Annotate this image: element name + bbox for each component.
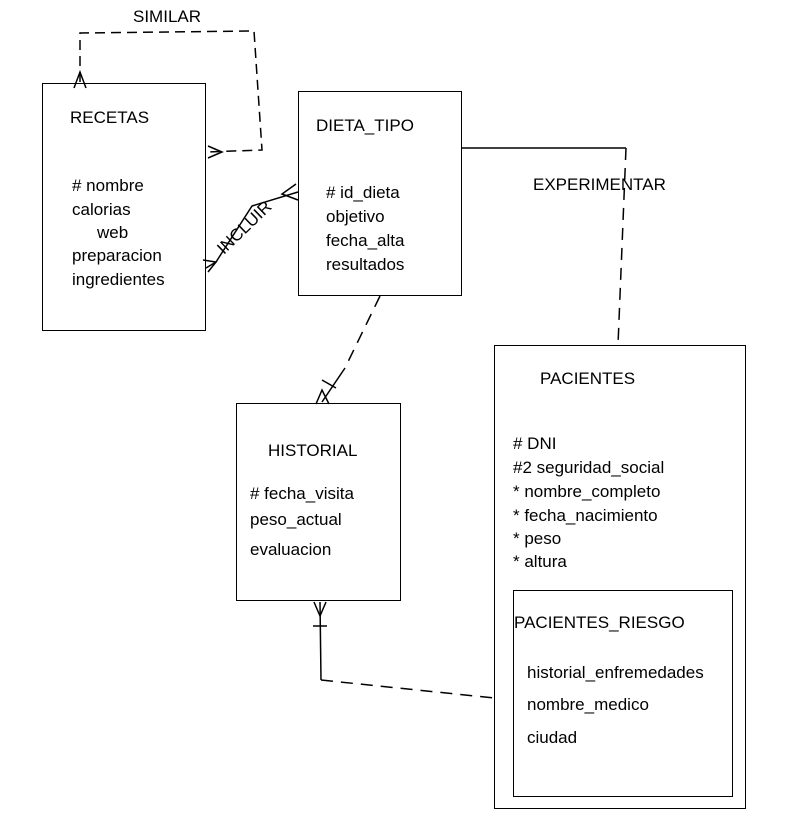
similar-line bbox=[79, 30, 263, 153]
entity-attribute: resultados bbox=[326, 255, 405, 274]
entity-title: PACIENTES bbox=[540, 369, 636, 388]
entity-attribute: preparacion bbox=[72, 246, 162, 265]
dieta-historial-crowfoot bbox=[315, 388, 330, 405]
entity-attribute: objetivo bbox=[326, 207, 385, 226]
similar-crowfoot-top bbox=[73, 69, 87, 89]
entity-attribute: # nombre bbox=[72, 176, 144, 195]
entity-attribute: #2 seguridad_social bbox=[513, 458, 665, 477]
entity-pacientes[interactable] bbox=[494, 345, 746, 809]
entity-attribute: # fecha_visita bbox=[250, 484, 354, 503]
historial-pacientes-line-dashed bbox=[320, 679, 495, 699]
incluir-crowfoot-right bbox=[280, 183, 299, 201]
similar-crowfoot-right bbox=[207, 145, 224, 159]
entity-pacientes-riesgo[interactable] bbox=[513, 590, 733, 797]
relationship-label-experimentar: EXPERIMENTAR bbox=[533, 175, 666, 194]
entity-attribute: evaluacion bbox=[250, 540, 332, 559]
historial-pacientes-line-solid bbox=[319, 601, 322, 681]
entity-recetas[interactable] bbox=[42, 83, 206, 331]
entity-title: PACIENTES_RIESGO bbox=[514, 613, 685, 632]
entity-attribute: # id_dieta bbox=[326, 183, 400, 202]
entity-attribute: peso_actual bbox=[250, 510, 342, 529]
entity-attribute: * altura bbox=[513, 552, 567, 571]
entity-title: HISTORIAL bbox=[268, 441, 358, 460]
experimentar-line-dashed bbox=[617, 147, 627, 346]
entity-attribute: calorias bbox=[72, 200, 131, 219]
dieta-historial-bar bbox=[321, 379, 337, 389]
entity-attribute: historial_enfremedades bbox=[527, 663, 704, 682]
entity-attribute: * nombre_completo bbox=[513, 482, 661, 501]
dieta-historial-line-dashed bbox=[344, 295, 381, 369]
entity-attribute: * fecha_nacimiento bbox=[513, 506, 658, 525]
entity-attribute: nombre_medico bbox=[527, 695, 649, 714]
entity-attribute: web bbox=[97, 223, 129, 242]
incluir-crowfoot-left bbox=[202, 259, 218, 273]
entity-attribute: # DNI bbox=[513, 434, 557, 453]
entity-attribute: ciudad bbox=[527, 728, 578, 747]
entity-attribute: fecha_alta bbox=[326, 231, 405, 250]
entity-dieta-tipo[interactable] bbox=[298, 91, 462, 296]
relationship-label-similar: SIMILAR bbox=[133, 7, 202, 26]
entity-historial[interactable] bbox=[236, 403, 401, 601]
entity-title: RECETAS bbox=[70, 108, 150, 127]
entity-attribute: ingredientes bbox=[72, 270, 165, 289]
entity-attribute: * peso bbox=[513, 529, 562, 548]
entity-title: DIETA_TIPO bbox=[316, 116, 414, 135]
incluir-line bbox=[205, 191, 299, 269]
